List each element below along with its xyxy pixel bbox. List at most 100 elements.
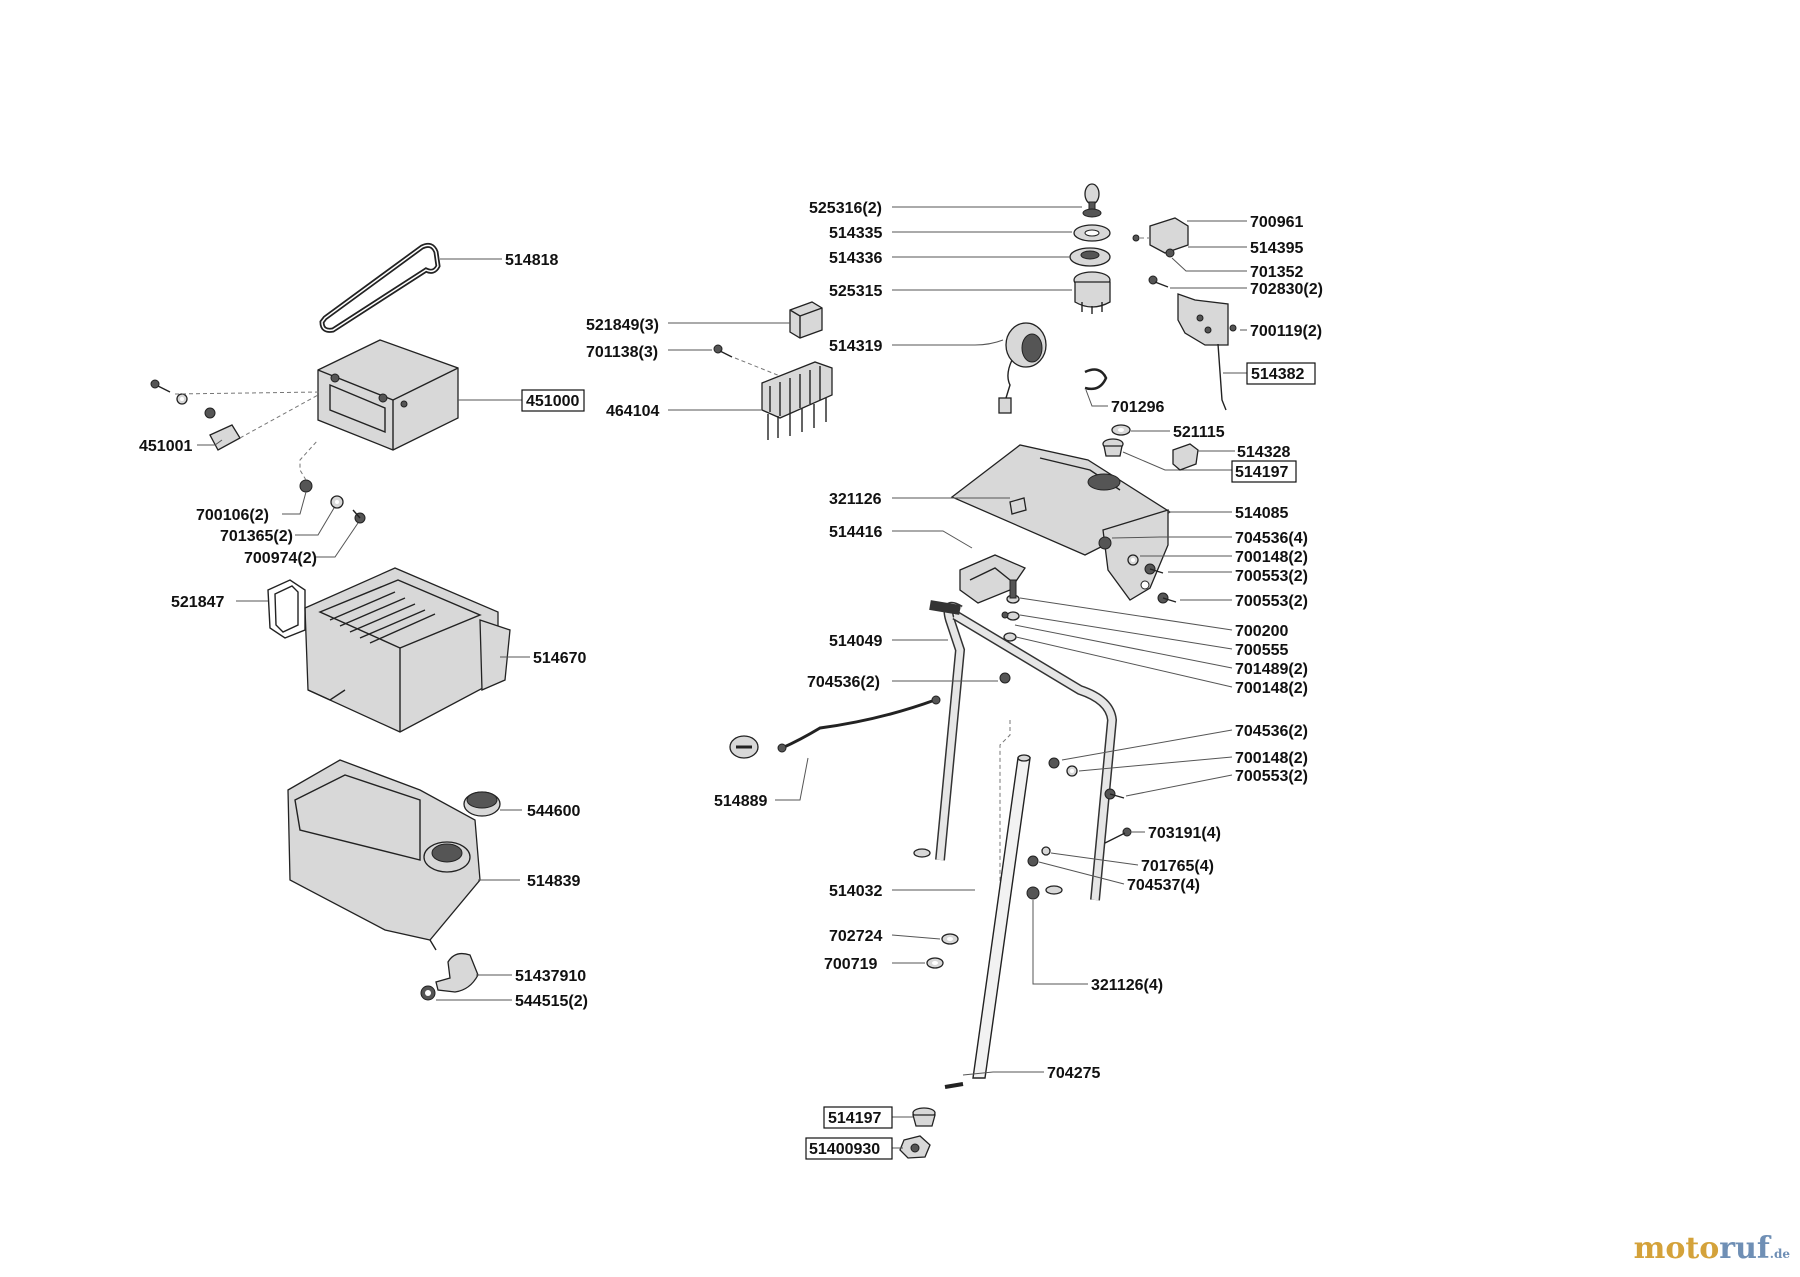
label-514049: 514049 bbox=[829, 633, 882, 650]
boxed-frame-514197-top bbox=[1231, 460, 1297, 483]
wire-bracket bbox=[267, 579, 306, 639]
label-514395: 514395 bbox=[1250, 240, 1303, 257]
label-321126-4: 321126(4) bbox=[1091, 977, 1163, 994]
label-703191: 703191(4) bbox=[1148, 825, 1221, 842]
label-700719: 700719 bbox=[824, 956, 877, 973]
label-514197-top: 514197 bbox=[1235, 464, 1288, 481]
battery-box bbox=[304, 567, 511, 733]
switch-514328 bbox=[1172, 443, 1199, 471]
label-514416: 514416 bbox=[829, 524, 882, 541]
label-451000: 451000 bbox=[526, 393, 579, 410]
label-525316: 525316(2) bbox=[809, 200, 882, 217]
label-464104: 464104 bbox=[606, 403, 659, 420]
label-700555: 700555 bbox=[1235, 642, 1288, 659]
label-700148-c: 700148(2) bbox=[1235, 750, 1308, 767]
nut-704536-mid bbox=[999, 672, 1011, 684]
label-521115: 521115 bbox=[1173, 424, 1225, 441]
label-514336: 514336 bbox=[829, 250, 882, 267]
bolt-set-left bbox=[299, 479, 366, 524]
battery-strap bbox=[319, 242, 441, 333]
label-701138: 701138(3) bbox=[586, 344, 658, 361]
label-704536-2-a: 704536(2) bbox=[807, 674, 880, 691]
label-514032: 514032 bbox=[829, 883, 882, 900]
label-702830: 702830(2) bbox=[1250, 281, 1323, 298]
boxed-frame-514382 bbox=[1246, 362, 1316, 385]
label-700553-b: 700553(2) bbox=[1235, 593, 1308, 610]
label-700553-a: 700553(2) bbox=[1235, 568, 1308, 585]
label-514382: 514382 bbox=[1251, 366, 1304, 383]
clip-321126 bbox=[1026, 886, 1040, 900]
boxed-frame-451000 bbox=[521, 389, 585, 412]
label-514319: 514319 bbox=[829, 338, 882, 355]
label-704275: 704275 bbox=[1047, 1065, 1100, 1082]
label-514839: 514839 bbox=[527, 873, 580, 890]
label-700553-c: 700553(2) bbox=[1235, 768, 1308, 785]
label-700200: 700200 bbox=[1235, 623, 1288, 640]
fuel-cap bbox=[463, 791, 501, 817]
label-700106: 700106(2) bbox=[196, 507, 269, 524]
washer-514335 bbox=[1073, 224, 1111, 242]
label-514197-bottom: 514197 bbox=[828, 1110, 881, 1127]
label-521847: 521847 bbox=[171, 594, 224, 611]
label-544515: 544515(2) bbox=[515, 993, 588, 1010]
boxed-frame-514197-bottom bbox=[823, 1106, 893, 1129]
label-514670: 514670 bbox=[533, 650, 586, 667]
label-700148-b: 700148(2) bbox=[1235, 680, 1308, 697]
ignition-key bbox=[1082, 183, 1102, 218]
label-701352: 701352 bbox=[1250, 264, 1303, 281]
fasteners-console bbox=[1098, 536, 1177, 604]
fasteners-right bbox=[1048, 757, 1125, 800]
watermark-tld: .de bbox=[1769, 1247, 1790, 1261]
screw-702830 bbox=[1148, 275, 1169, 288]
watermark-part-b: ruf bbox=[1719, 1231, 1770, 1266]
handle-frame bbox=[913, 600, 1118, 901]
steering-tube bbox=[972, 754, 1031, 1079]
label-701296: 701296 bbox=[1111, 399, 1164, 416]
label-51437910: 51437910 bbox=[515, 968, 586, 985]
bushing-514197-top bbox=[1102, 438, 1124, 457]
ground-cable bbox=[729, 695, 941, 759]
label-704536-2-b: 704536(2) bbox=[1235, 723, 1308, 740]
label-701765: 701765(4) bbox=[1141, 858, 1214, 875]
label-700148-a: 700148(2) bbox=[1235, 549, 1308, 566]
fuel-hose bbox=[420, 952, 479, 1001]
brand-watermark: motoruf.de bbox=[1634, 1231, 1790, 1266]
nut-514336 bbox=[1069, 247, 1111, 267]
horn bbox=[998, 322, 1047, 414]
label-700961: 700961 bbox=[1250, 214, 1303, 231]
knob-51400930 bbox=[899, 1135, 931, 1159]
label-704536-4: 704536(4) bbox=[1235, 530, 1308, 547]
bushing-514197-bottom bbox=[912, 1107, 936, 1127]
label-525315: 525315 bbox=[829, 283, 882, 300]
battery bbox=[317, 339, 459, 451]
relay bbox=[789, 301, 823, 339]
battery-clamp bbox=[150, 379, 241, 451]
label-514335: 514335 bbox=[829, 225, 882, 242]
washers-tube bbox=[926, 933, 959, 969]
fuse-holder bbox=[761, 361, 833, 440]
circlip bbox=[1084, 368, 1108, 391]
watermark-part-a: moto bbox=[1633, 1231, 1720, 1266]
boxed-frame-51400930 bbox=[805, 1137, 893, 1160]
screw-701138 bbox=[713, 344, 733, 358]
fuel-tank bbox=[287, 759, 481, 951]
label-704537: 704537(4) bbox=[1127, 877, 1200, 894]
pin-704275 bbox=[944, 1082, 964, 1089]
label-702724: 702724 bbox=[829, 928, 882, 945]
label-701489: 701489(2) bbox=[1235, 661, 1308, 678]
handle-fasteners bbox=[1001, 579, 1020, 642]
washer-521115 bbox=[1111, 424, 1131, 436]
ignition-switch bbox=[1073, 271, 1111, 314]
switch-bracket bbox=[1177, 293, 1237, 411]
fasteners-703191 bbox=[1027, 827, 1132, 867]
label-321126: 321126 bbox=[829, 491, 882, 508]
label-514818: 514818 bbox=[505, 252, 558, 269]
label-521849: 521849(3) bbox=[586, 317, 659, 334]
label-514328: 514328 bbox=[1237, 444, 1290, 461]
label-701365: 701365(2) bbox=[220, 528, 293, 545]
label-544600: 544600 bbox=[527, 803, 580, 820]
label-514889: 514889 bbox=[714, 793, 767, 810]
safety-switch bbox=[1132, 217, 1189, 258]
